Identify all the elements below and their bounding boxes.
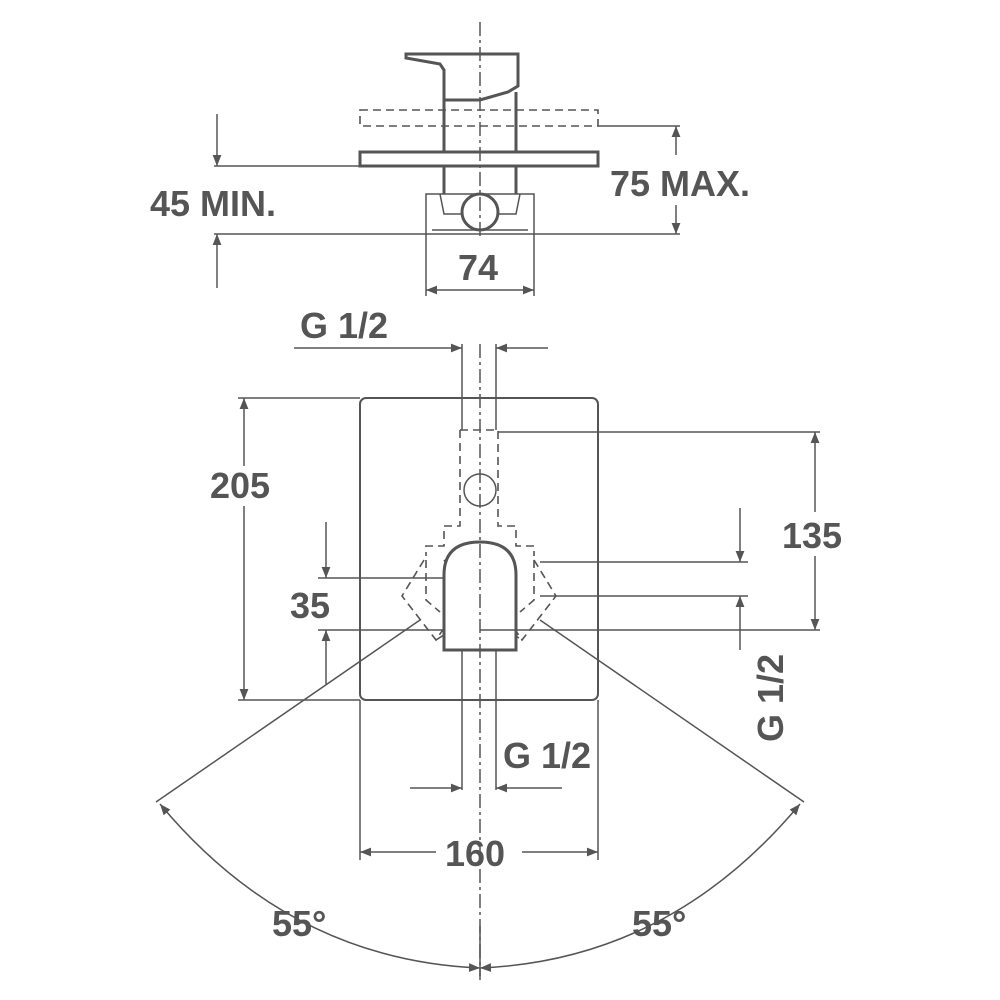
outlet-height-label: 135 [782, 515, 842, 556]
angle-left-ray [155, 619, 421, 803]
max-depth-dimension: 75 MAX. [534, 125, 750, 235]
thread-bottom-dimension: G 1/2 [410, 735, 591, 793]
front-cover-plate [359, 397, 599, 701]
top-inlet-pipe [461, 344, 497, 430]
plate-max-position [359, 109, 599, 127]
side-view [358, 22, 600, 240]
front-view [359, 344, 599, 980]
handle-offset-label: 35 [290, 585, 330, 626]
angle-left-arc [159, 803, 481, 972]
bottom-outlet-pipe [461, 650, 497, 790]
hidden-valve-body [425, 429, 535, 556]
body-width-label: 74 [458, 247, 498, 288]
hidden-rotation-envelope [401, 559, 557, 642]
angle-right-ray [539, 619, 805, 803]
plate-width-dimension: 160 [359, 700, 599, 874]
max-depth-label: 75 MAX. [610, 163, 750, 204]
min-depth-dimension: 45 MIN. [150, 114, 444, 288]
rotation-angle-dimension: 55° 55° [155, 619, 805, 976]
plate-height-label: 205 [210, 465, 270, 506]
thread-side-dimension: G 1/2 [540, 508, 791, 742]
thread-bottom-label: G 1/2 [503, 735, 591, 776]
angle-left-label: 55° [272, 903, 326, 944]
handle-lever [404, 52, 520, 102]
mounting-box-detail [439, 193, 521, 215]
thread-side-label: G 1/2 [750, 654, 791, 742]
handle-offset-dimension: 35 [290, 522, 444, 684]
body-width-dimension: 74 [425, 234, 535, 296]
hidden-side-lines [425, 560, 535, 613]
cover-plate [358, 150, 600, 168]
thread-top-label: G 1/2 [300, 305, 388, 346]
plate-width-label: 160 [445, 833, 505, 874]
min-depth-label: 45 MIN. [150, 183, 276, 224]
valve-body-side [442, 166, 518, 194]
outlet-height-dimension: 135 [480, 431, 842, 631]
thread-top-dimension: G 1/2 [294, 305, 548, 353]
plate-height-dimension: 205 [210, 397, 360, 701]
angle-right-arc [479, 803, 801, 972]
angle-right-label: 55° [632, 903, 686, 944]
